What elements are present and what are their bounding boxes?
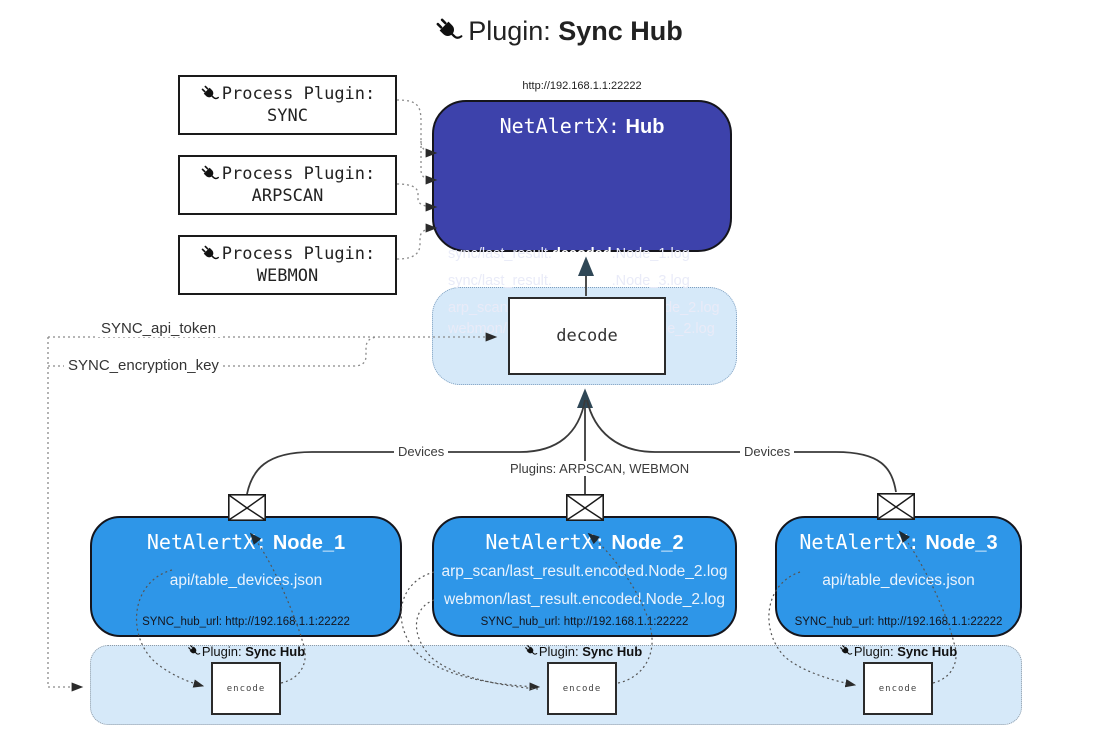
node-2-box: NetAlertX: Node_2 arp_scan/last_result.e… [432, 516, 737, 637]
hub-title: NetAlertX: Hub [434, 114, 730, 139]
plug-icon [200, 84, 220, 104]
process-plugin-arpscan: Process Plugin: ARPSCAN [178, 155, 397, 215]
node-file: api/table_devices.json [169, 572, 323, 589]
process-plugin-webmon: Process Plugin: WEBMON [178, 235, 397, 295]
plug-icon [200, 244, 220, 264]
decode-box: decode [508, 297, 666, 375]
envelope-icon [566, 494, 604, 521]
process-plugin-sync: Process Plugin: SYNC [178, 75, 397, 135]
hub-title-prefix: NetAlertX: [499, 114, 620, 138]
process-plugin-name: WEBMON [256, 266, 319, 287]
hub-title-name: Hub [625, 116, 665, 138]
process-plugin-name: SYNC [267, 106, 308, 127]
encode-plugin-label: Plugin: Sync Hub [798, 644, 998, 659]
node-title: NetAlertX: Node_1 [146, 530, 346, 554]
node-file: webmon/last_result.encoded.Node_2.log [444, 591, 725, 608]
encode-plugin-label: Plugin: Sync Hub [146, 644, 346, 659]
plug-icon [434, 16, 464, 46]
node-3-box: NetAlertX: Node_3 api/table_devices.json… [775, 516, 1022, 637]
node-title: NetAlertX: Node_2 [485, 530, 684, 554]
encode-plugin-label: Plugin: Sync Hub [483, 644, 683, 659]
hub-log-line: sync/last_result.decoded.Node_3.log [448, 273, 690, 289]
plug-icon [200, 164, 220, 184]
process-plugin-label: Process Plugin: [221, 163, 376, 184]
edge-label-devices-left: Devices [394, 444, 449, 459]
edge-label-plugins: Plugins: ARPSCAN, WEBMON [506, 461, 694, 476]
encode-box-2: encode [547, 662, 617, 715]
node-file: api/table_devices.json [822, 572, 975, 589]
hub-url: http://192.168.1.1:22222 [522, 80, 642, 92]
sync-encryption-key-label: SYNC_encryption_key [64, 357, 223, 374]
node-hub-url: SYNC_hub_url: http://192.168.1.1:22222 [794, 616, 1003, 628]
plug-icon [524, 644, 538, 658]
process-plugin-label: Process Plugin: [221, 243, 376, 264]
node-hub-url: SYNC_hub_url: http://192.168.1.1:22222 [142, 616, 350, 628]
encode-box-1: encode [211, 662, 281, 715]
envelope-icon [877, 493, 915, 520]
plug-icon [839, 644, 853, 658]
hub-log-line: sync/last_result.decoded.Node_1.log [448, 246, 690, 262]
process-plugin-name: ARPSCAN [251, 186, 324, 207]
title-label: Plugin: [468, 16, 551, 46]
node-hub-url: SYNC_hub_url: http://192.168.1.1:22222 [480, 616, 689, 628]
hub-box: NetAlertX: Hub sync/last_result.decoded.… [432, 100, 732, 337]
node-1-box: NetAlertX: Node_1 api/table_devices.json… [90, 516, 402, 637]
title-name: Sync Hub [558, 16, 683, 46]
envelope-icon [228, 494, 266, 521]
encode-box-3: encode [863, 662, 933, 715]
node-file: arp_scan/last_result.encoded.Node_2.log [441, 563, 728, 580]
process-plugin-label: Process Plugin: [221, 83, 376, 104]
edge-label-devices-right: Devices [740, 444, 795, 459]
plug-icon [187, 644, 201, 658]
page-title: Plugin: Sync Hub [0, 16, 1117, 47]
sync-api-token-label: SYNC_api_token [97, 320, 221, 337]
node-title: NetAlertX: Node_3 [799, 530, 998, 554]
